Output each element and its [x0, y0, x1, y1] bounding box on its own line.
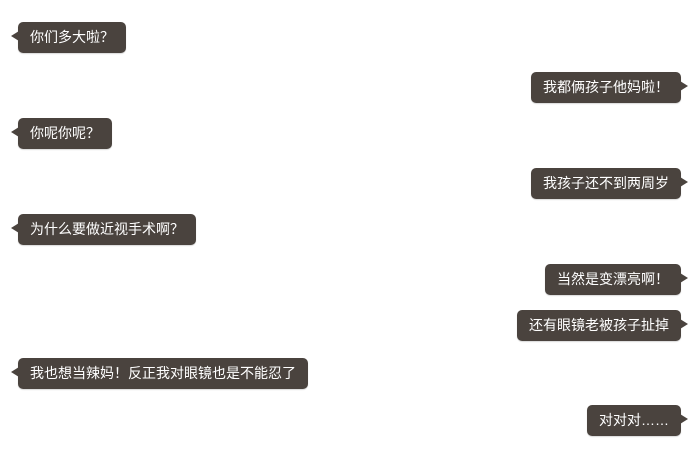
chat-bubble-left: 为什么要做近视手术啊？	[11, 214, 196, 245]
chat-bubble-right: 我孩子还不到两周岁	[531, 168, 688, 199]
message-text: 我也想当辣妈！反正我对眼镜也是不能忍了	[30, 365, 296, 381]
message-text: 还有眼镜老被孩子扯掉	[529, 317, 669, 333]
chat-bubble-left: 你们多大啦？	[11, 22, 126, 53]
message-text: 当然是变漂亮啊！	[557, 271, 669, 287]
message-text: 对对对……	[599, 412, 669, 428]
message-text: 为什么要做近视手术啊？	[30, 221, 184, 237]
chat-bubble-left: 我也想当辣妈！反正我对眼镜也是不能忍了	[11, 358, 308, 389]
message-text: 我孩子还不到两周岁	[543, 175, 669, 191]
chat-bubble-right: 对对对……	[587, 405, 688, 436]
chat-bubble-right: 还有眼镜老被孩子扯掉	[517, 310, 688, 341]
message-text: 你呢你呢？	[30, 125, 100, 141]
chat-bubble-right: 我都俩孩子他妈啦！	[531, 72, 688, 103]
message-text: 你们多大啦？	[30, 29, 114, 45]
chat-bubble-left: 你呢你呢？	[11, 118, 112, 149]
chat-bubble-right: 当然是变漂亮啊！	[545, 264, 688, 295]
message-text: 我都俩孩子他妈啦！	[543, 79, 669, 95]
